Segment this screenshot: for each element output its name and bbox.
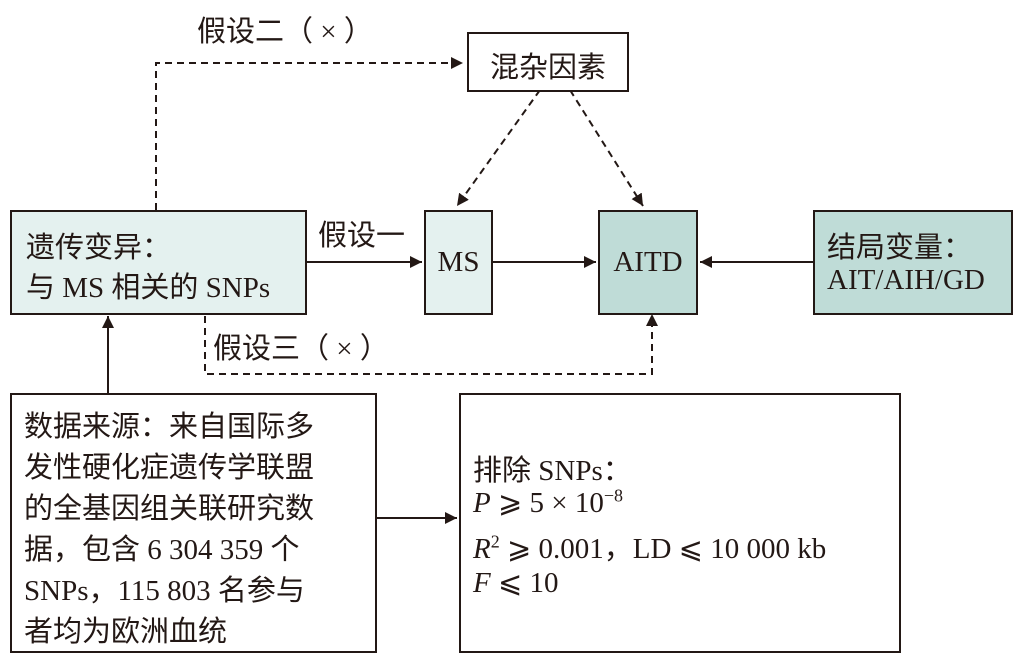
outcome-node: 结局变量： AIT/AIH/GD xyxy=(813,210,1013,315)
confounders-label: 混杂因素 xyxy=(489,52,606,84)
hypothesis-two-label: 假设二（ × ） xyxy=(197,16,373,48)
data-source-line: 据，包含 6 304 359 个 xyxy=(24,534,300,566)
confounders-to-ms-arrow xyxy=(456,89,541,207)
data-source-line: 的全基因组关联研究数 xyxy=(24,493,315,525)
outcome-line1: 结局变量： xyxy=(827,232,973,264)
f-relation: ⩽ 10 xyxy=(490,567,559,599)
confounders-node: 混杂因素 xyxy=(467,32,629,92)
hypothesis-two-arrow xyxy=(155,57,463,210)
r-exponent: 2 xyxy=(490,531,500,552)
data-source-node: 数据来源：来自国际多 发性硬化症遗传学联盟 的全基因组关联研究数 据，包含 6 … xyxy=(10,393,377,653)
r-relation: ⩾ 0.001，LD ⩽ 10 000 kb xyxy=(499,533,827,565)
hypothesis-three-arrow xyxy=(204,314,658,375)
ms-label: MS xyxy=(437,246,480,278)
data-source-line: 者均为欧洲血统 xyxy=(24,616,228,648)
exclusion-f-threshold: F ⩽ 10 xyxy=(473,565,559,600)
p-variable: P xyxy=(473,487,491,519)
hypothesis-one-label: 假设一 xyxy=(318,220,406,252)
data-source-line: 数据来源：来自国际多 xyxy=(24,411,315,443)
outcome-line2: AIT/AIH/GD xyxy=(827,264,985,296)
confounders-to-aitd-arrow xyxy=(569,89,644,207)
aitd-label: AITD xyxy=(613,246,683,278)
exclusion-r2-ld-threshold: R2 ⩾ 0.001，LD ⩽ 10 000 kb xyxy=(473,525,826,567)
ms-node: MS xyxy=(424,210,493,315)
data-source-line: SNPs，115 803 名参与 xyxy=(24,575,305,607)
aitd-node: AITD xyxy=(598,210,698,315)
data-source-line: 发性硬化症遗传学联盟 xyxy=(24,452,315,484)
f-variable: F xyxy=(473,567,491,599)
exclusion-title: 排除 SNPs： xyxy=(473,455,632,487)
genetic-variation-node: 遗传变异： 与 MS 相关的 SNPs xyxy=(10,210,307,315)
r-variable: R xyxy=(473,533,491,565)
genetic-variation-line2: 与 MS 相关的 SNPs xyxy=(26,272,271,304)
exclusion-node: 排除 SNPs： P ⩾ 5 × 10−8 R2 ⩾ 0.001，LD ⩽ 10… xyxy=(459,393,901,653)
genetic-variation-line1: 遗传变异： xyxy=(26,232,172,264)
p-exponent: −8 xyxy=(603,485,624,506)
exclusion-p-threshold: P ⩾ 5 × 10−8 xyxy=(473,485,623,520)
p-relation: ⩾ 5 × 10 xyxy=(490,487,604,519)
hypothesis-three-label: 假设三（ × ） xyxy=(213,333,389,365)
